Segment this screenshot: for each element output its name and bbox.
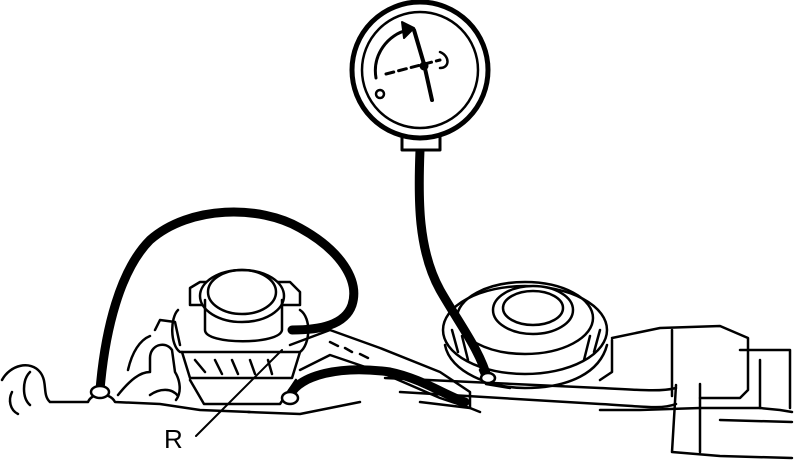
vacuum-gauge-icon [349, 0, 491, 152]
right-canister [441, 280, 609, 390]
hose-fittings [89, 371, 497, 406]
engine-base [0, 318, 794, 416]
hose-gauge [414, 145, 493, 385]
callout-r-label: R [164, 424, 183, 454]
hose-left-loop [95, 207, 359, 395]
bracket-strap [288, 328, 794, 460]
callout-r-leader [195, 349, 283, 437]
left-canister [171, 268, 310, 406]
hose-lower [285, 365, 470, 407]
